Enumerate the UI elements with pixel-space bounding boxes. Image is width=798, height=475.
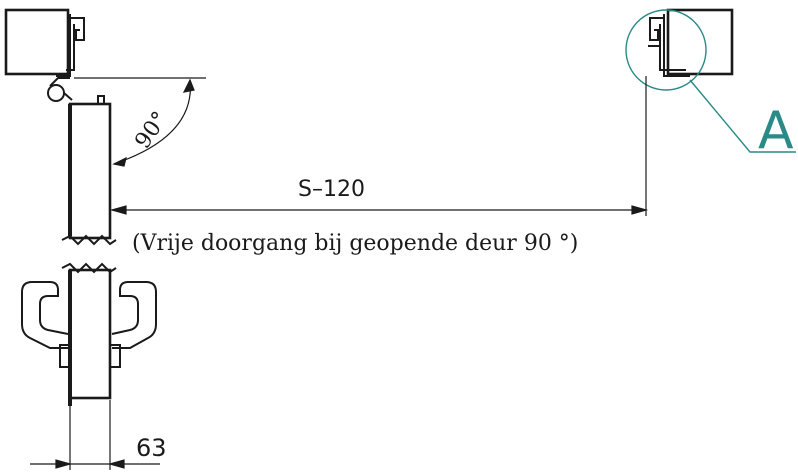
opening-dimension-label: S–120 [298, 177, 365, 202]
lever-handle-left [21, 281, 71, 368]
left-wall-section [4, 8, 70, 76]
free-passage-note: (Vrije doorgang bij geopende deur 90 °) [132, 231, 578, 256]
door-leaf-lower [68, 268, 112, 406]
angle-label: 90° [130, 107, 173, 153]
lever-handle-right [109, 281, 157, 368]
right-frame-profile [648, 14, 690, 77]
detail-marker: A [758, 101, 794, 161]
hinge [47, 77, 73, 102]
detail-callout [625, 9, 796, 153]
thickness-dimension [30, 400, 160, 470]
angle-dimension [74, 77, 206, 167]
left-frame-profile [56, 14, 85, 77]
opening-dimension [109, 76, 649, 216]
door-break-lines [61, 234, 117, 274]
thickness-dimension-label: 63 [136, 434, 167, 462]
right-wall-section [666, 8, 734, 76]
door-leaf-upper [68, 95, 112, 240]
